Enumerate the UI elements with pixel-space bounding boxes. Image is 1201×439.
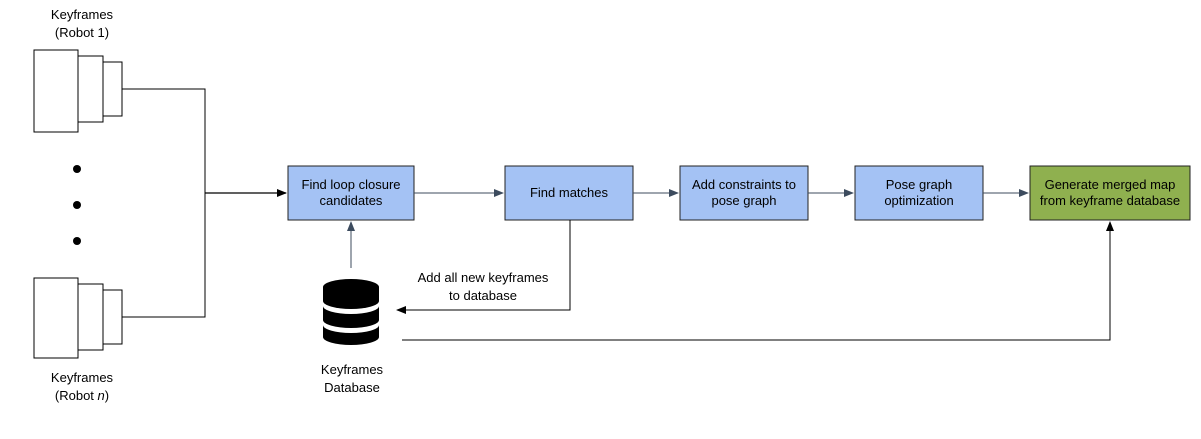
arrow-matches-to-database <box>396 220 571 314</box>
add-constraints-label: Add constraints to pose graph <box>680 166 808 220</box>
add-constraints-line2: pose graph <box>711 193 777 208</box>
ellipsis-dot <box>73 201 81 209</box>
add-constraints-box <box>679 165 809 221</box>
robot-1-connector <box>122 88 206 193</box>
add-keyframes-edge-label: Add all new keyframes to database <box>402 269 564 305</box>
keyframe-stack-robot-1 <box>33 49 123 133</box>
pose-graph-line2: optimization <box>884 193 954 208</box>
merged-map-line1: Generate merged map <box>1044 177 1176 192</box>
pose-graph-label: Pose graph optimization <box>855 166 983 220</box>
edge-label-line1: Add all new keyframes <box>417 270 549 285</box>
database-label-line2: Database <box>324 380 380 395</box>
pose-graph-line1: Pose graph <box>885 177 953 192</box>
find-matches-box <box>504 165 634 221</box>
robot-n-label-line2: (Robot n) <box>38 387 126 405</box>
robot-n-label-italic: n <box>97 388 105 403</box>
arrow-database-to-merged-map <box>402 221 1114 341</box>
find-loop-closure-label: Find loop closure candidates <box>288 166 414 220</box>
add-constraints-line1: Add constraints to <box>691 177 797 192</box>
database-label-line1: Keyframes <box>320 362 384 377</box>
robot-n-label-suffix: ) <box>104 388 110 403</box>
robot-n-label-prefix: (Robot <box>54 388 98 403</box>
merged-map-label: Generate merged map from keyframe databa… <box>1030 166 1190 220</box>
pose-graph-box <box>854 165 984 221</box>
merged-map-box <box>1029 165 1191 221</box>
find-matches-line1: Find matches <box>529 185 609 200</box>
robot-n-label: Keyframes (Robot n) <box>38 369 126 405</box>
merged-map-line2: from keyframe database <box>1039 193 1181 208</box>
find-matches-label: Find matches <box>505 166 633 220</box>
find-loop-closure-line2: candidates <box>319 193 383 208</box>
robot-1-label-line1: Keyframes <box>50 7 114 22</box>
keyframe-stack-robot-n <box>33 277 123 359</box>
ellipsis-dot <box>73 165 81 173</box>
ellipsis-dots <box>73 165 81 245</box>
database-icon <box>323 279 379 345</box>
find-loop-closure-line1: Find loop closure <box>301 177 401 192</box>
edge-label-line2: to database <box>449 288 517 303</box>
robot-1-label: Keyframes (Robot 1) <box>38 6 126 42</box>
robot-1-label-line2: (Robot 1) <box>54 25 110 40</box>
robot-n-label-line1: Keyframes <box>50 370 114 385</box>
ellipsis-dot <box>73 237 81 245</box>
database-label: Keyframes Database <box>300 361 404 397</box>
robot-n-connector <box>122 193 206 318</box>
find-loop-closure-box <box>287 165 415 221</box>
